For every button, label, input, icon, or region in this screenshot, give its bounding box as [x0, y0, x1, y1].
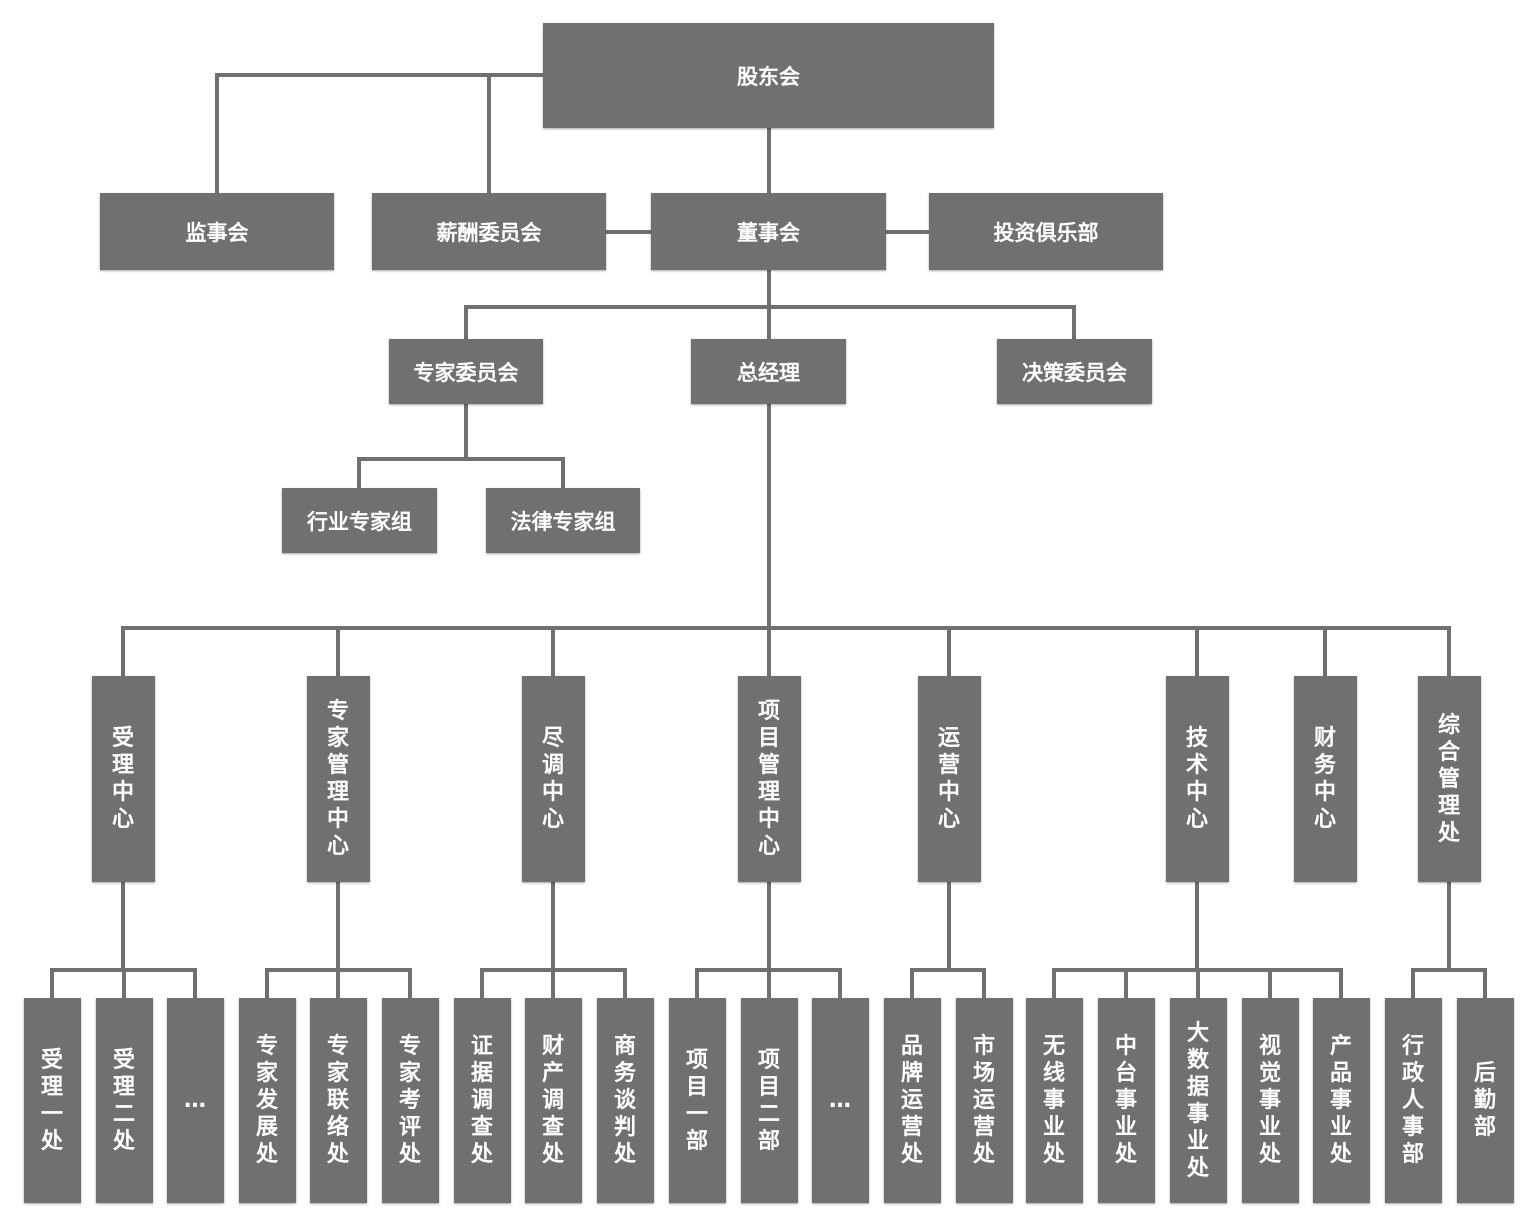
node-unit-general-admin-office-1: 行政人事部: [1384, 998, 1442, 1203]
node-decision-committee: 决策委员会: [997, 339, 1152, 404]
node-unit-project-management-center-3: …: [811, 998, 869, 1203]
node-investment-club: 投资俱乐部: [929, 193, 1163, 270]
node-due-diligence-center: 尽调中心: [521, 676, 585, 882]
node-supervisors: 监事会: [100, 193, 334, 270]
node-unit-due-diligence-center-2: 财产调查处: [524, 998, 582, 1203]
node-expert-management-center: 专家管理中心: [306, 676, 370, 882]
node-technology-center: 技术中心: [1165, 676, 1229, 882]
node-unit-technology-center-3: 大数据事业处: [1169, 998, 1227, 1203]
node-unit-expert-management-center-1: 专家发展处: [238, 998, 296, 1203]
node-unit-project-management-center-1: 项目一部: [668, 998, 726, 1203]
node-unit-technology-center-2: 中台事业处: [1097, 998, 1155, 1203]
node-unit-expert-management-center-3: 专家考评处: [381, 998, 439, 1203]
node-legal-expert-group: 法律专家组: [486, 488, 640, 553]
node-industry-expert-group: 行业专家组: [282, 488, 437, 553]
node-unit-general-admin-office-2: 后勤部: [1456, 998, 1514, 1203]
node-general-manager: 总经理: [691, 339, 846, 404]
node-shareholders: 股东会: [543, 23, 994, 128]
node-unit-technology-center-1: 无线事业处: [1025, 998, 1083, 1203]
node-unit-acceptance-center-2: 受理二处: [95, 998, 153, 1203]
node-unit-due-diligence-center-1: 证据调查处: [453, 998, 511, 1203]
node-unit-project-management-center-2: 项目二部: [740, 998, 798, 1203]
node-acceptance-center: 受理中心: [91, 676, 155, 882]
node-project-management-center: 项目管理中心: [737, 676, 801, 882]
node-expert-committee: 专家委员会: [389, 339, 543, 404]
node-unit-expert-management-center-2: 专家联络处: [309, 998, 367, 1203]
node-compensation-committee: 薪酬委员会: [372, 193, 606, 270]
node-unit-acceptance-center-3: …: [166, 998, 224, 1203]
node-finance-center: 财务中心: [1293, 676, 1357, 882]
node-unit-acceptance-center-1: 受理一处: [23, 998, 81, 1203]
node-unit-operations-center-1: 品牌运营处: [883, 998, 941, 1203]
node-board: 董事会: [651, 193, 886, 270]
node-general-admin-office: 综合管理处: [1417, 676, 1481, 882]
node-operations-center: 运营中心: [917, 676, 981, 882]
node-unit-operations-center-2: 市场运营处: [955, 998, 1013, 1203]
node-unit-technology-center-5: 产品事业处: [1312, 998, 1370, 1203]
node-unit-technology-center-4: 视觉事业处: [1241, 998, 1299, 1203]
node-unit-due-diligence-center-3: 商务谈判处: [596, 998, 654, 1203]
